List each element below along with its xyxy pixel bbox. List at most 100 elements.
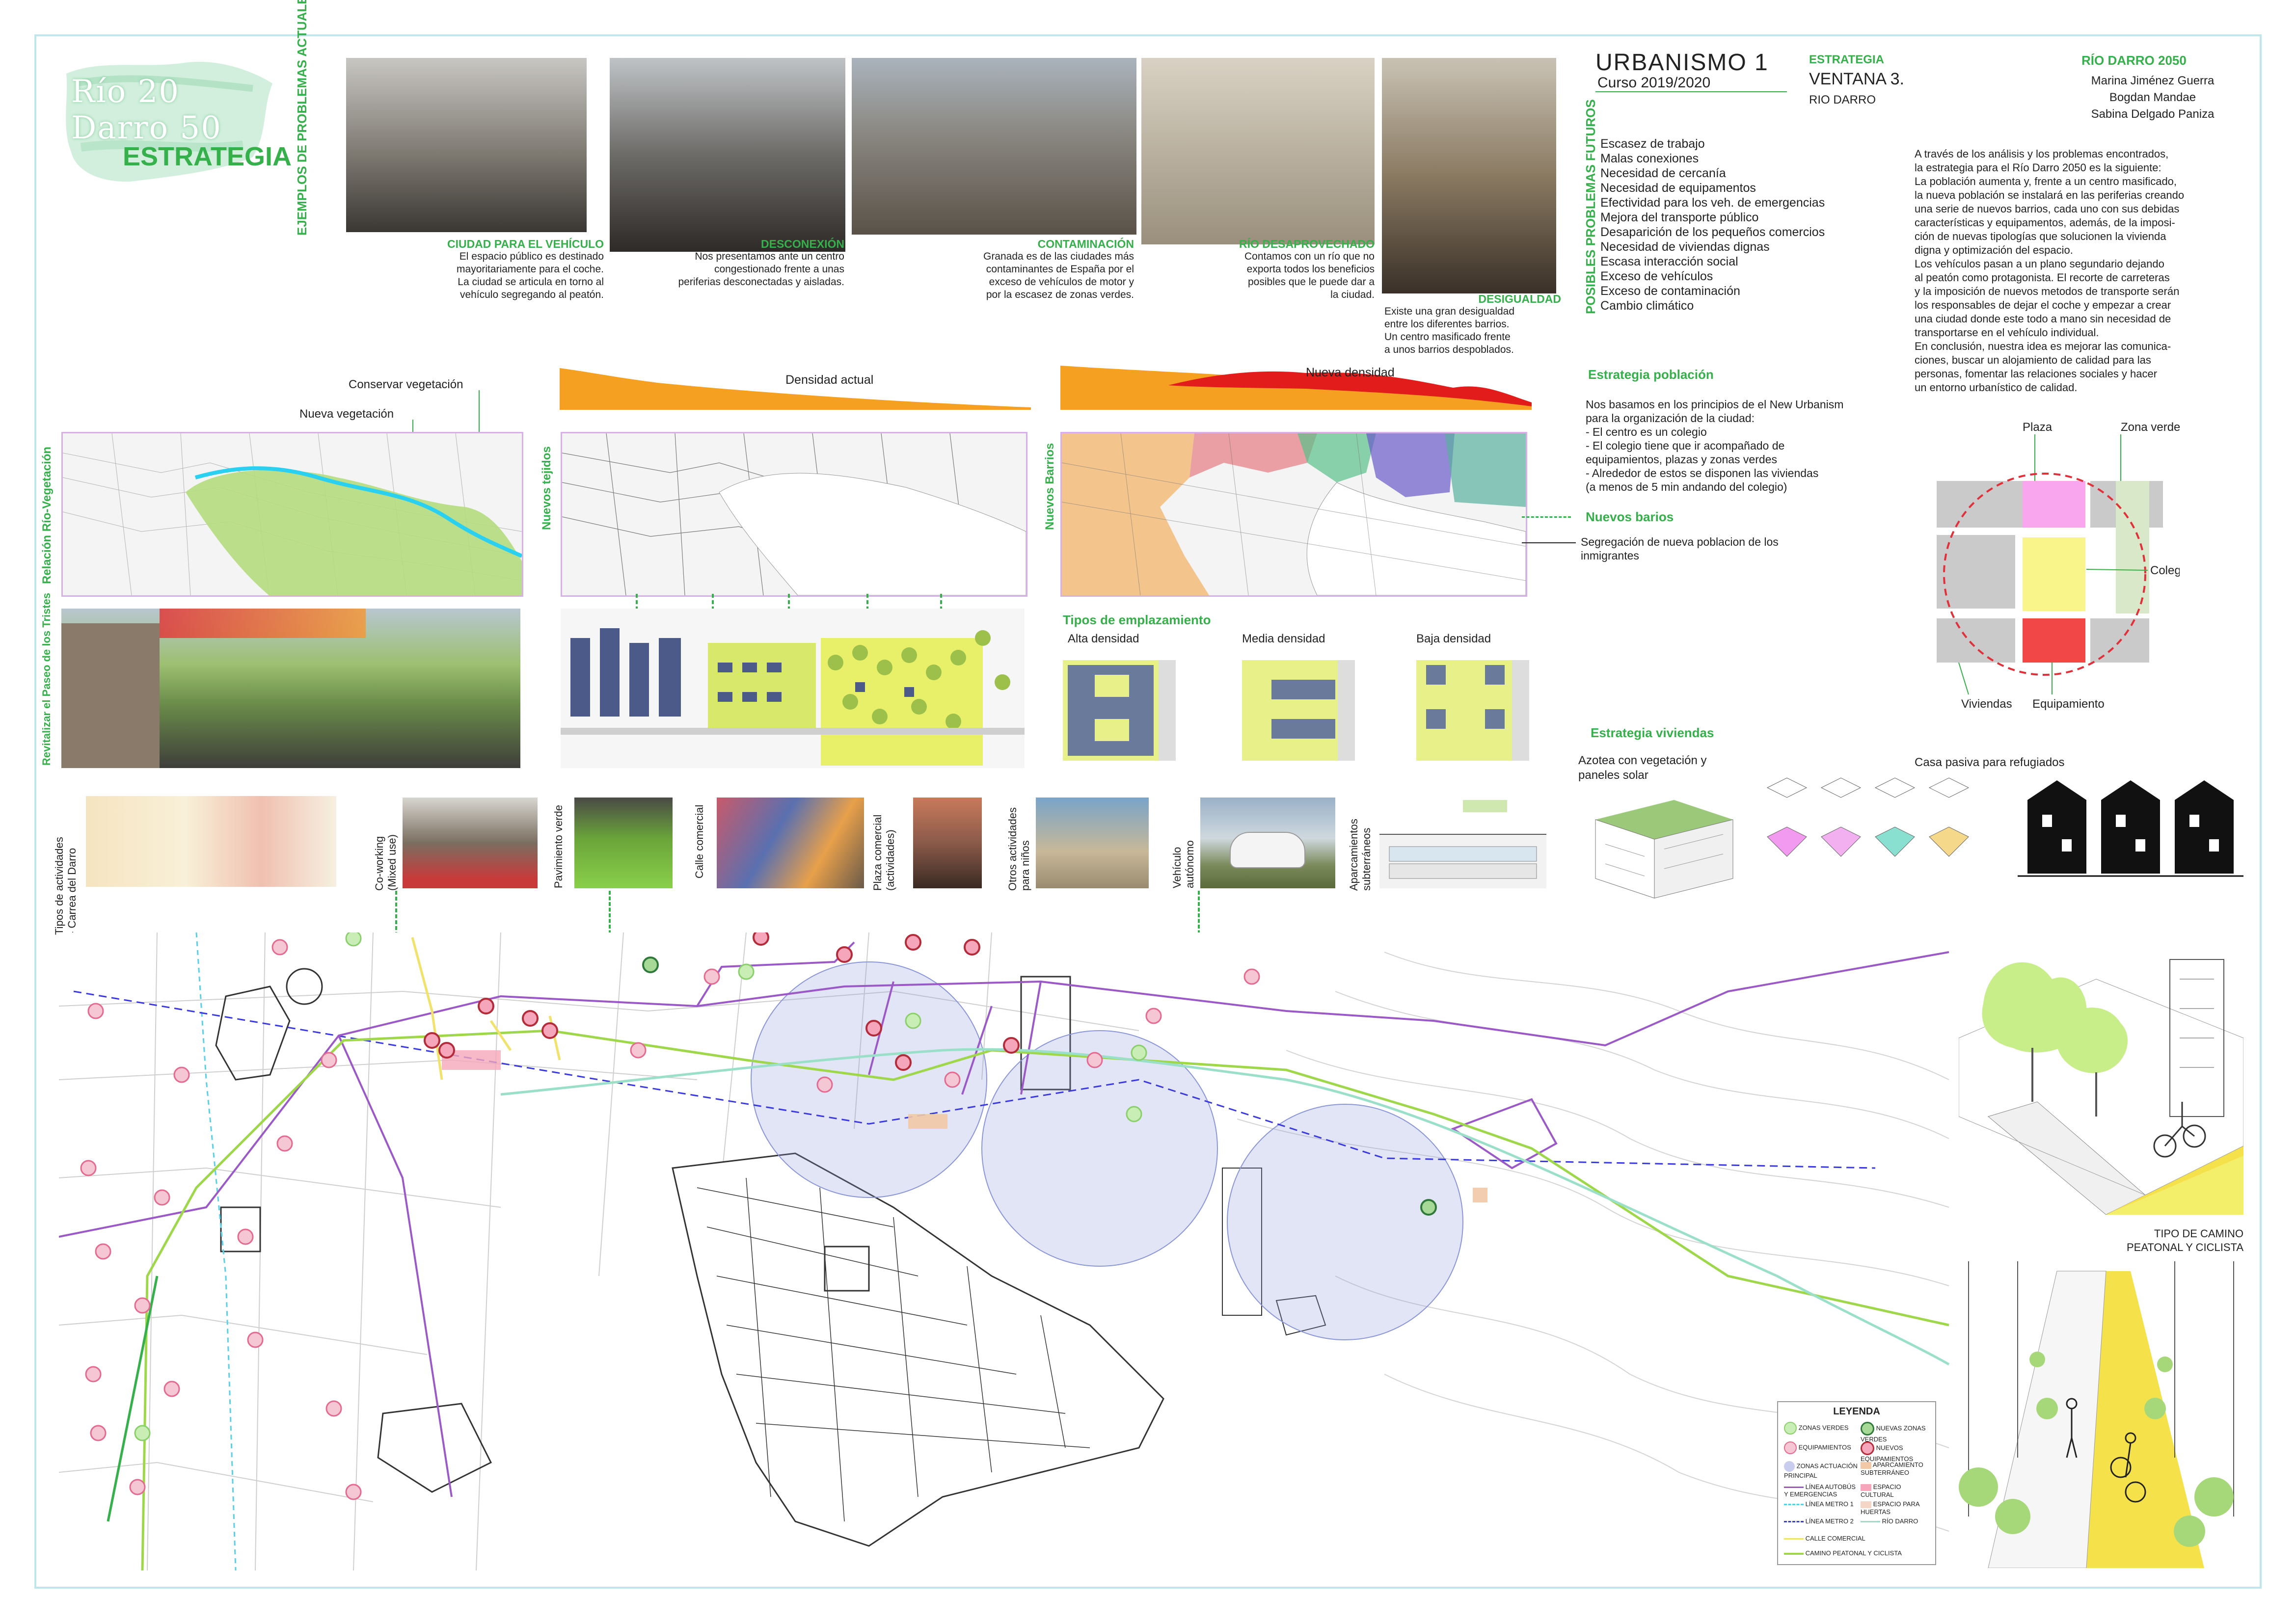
summary-line: personas, fomentar las relaciones social… [1915,368,2158,380]
map-barrios-drawing [1062,433,1526,595]
legend-item-equipment: EQUIPAMIENTOS [1784,1441,1858,1454]
map-new-fabric [561,432,1027,597]
future-problem-item: Efectividad para los veh. de emergencias [1600,196,1825,210]
summary-line: un entorno urbanístico de calidad. [1915,381,2078,394]
map-legend: LEYENDA ZONAS VERDES NUEVAS ZONAS VERDES… [1777,1401,1936,1565]
metro-2-icon [1784,1521,1804,1523]
author: Bogdan Mandae [2109,91,2196,104]
map-new-barrios [1060,432,1527,597]
segregation-leader [1522,542,1576,543]
photo-paseo-tristes [61,609,520,768]
housing-roof-line: paneles solar [1578,769,1648,782]
population-line: (a menos de 5 min andando del colegio) [1586,480,1787,493]
caption-line: Existe una gran desigualdad [1384,306,1515,317]
density-new-label: Nueva densidad [1306,366,1395,379]
summary-line: la estrategia para el Río Darro 2050 es … [1915,161,2161,174]
new-barrios-label: Nuevos barios [1586,509,1674,524]
summary-line: A través de los análisis y los problemas… [1915,148,2169,160]
river-icon [1861,1521,1880,1523]
new-vegetation-label: Nueva vegetación [299,407,394,421]
emplacement-high-label: Alta densidad [1068,632,1139,645]
strategy-label: ESTRATEGIA [1809,53,1884,66]
activity-label-coworking: Co-working (Mixed use) [373,834,399,891]
course-year: Curso 2019/2020 [1597,75,1711,91]
legend-item-label: ESPACIO PARA HUERTAS [1861,1500,1919,1516]
label-paseo: Revitalizar el Paseo de los Tristes [40,592,53,766]
diagram-housing-label: Viviendas [1961,697,2012,711]
diagram-plaza-label: Plaza [2023,421,2053,434]
density-current-profile [560,368,1031,410]
legend-item-metro1: LÍNEA METRO 1 [1784,1500,1858,1508]
green-zone-icon [1784,1422,1797,1435]
future-problem-item: Exceso de vehículos [1600,269,1713,283]
path-caption-line: PEATONAL Y CICLISTA [2126,1241,2243,1253]
master-plan-map [59,932,1964,1570]
population-line: para la organización de la ciudad: [1586,412,1755,425]
photo-crowded-street [1382,58,1556,293]
author: Marina Jiménez Guerra [2091,74,2215,87]
summary-line: La población aumenta y, frente a un cent… [1915,175,2177,187]
logo-brush-icon [66,61,272,182]
population-line: equipamientos, plazas y zonas verdes [1586,453,1777,466]
logo-subtitle: ESTRATEGIA [123,142,292,171]
keep-vegetation-label: Conservar vegetación [349,378,463,391]
legend-item-label: CAMINO PEATONAL Y CICLISTA [1805,1549,1902,1557]
future-problem-item: Necesidad de equipamentos [1600,181,1756,195]
map-river-vegetation [61,432,523,597]
photo-bus-street [610,58,845,252]
action-zone-icon [1784,1461,1795,1472]
project-title: RÍO DARRO 2050 [2081,53,2187,68]
caption-line: congestionado frente a unas [714,264,844,275]
activity-label-line: (actividades) [884,829,896,891]
legend-title: LEYENDA [1833,1406,1880,1417]
summary-line: digna y optimización del espacio. [1915,244,2073,256]
segregation-line: Segregación de nueva poblacion de los [1581,535,1779,548]
diagram-equipment-label: Equipamiento [2032,697,2105,711]
caption-line: exceso de vehículos de motor y [989,276,1134,288]
summary-line: características y equipamentos, además, … [1915,216,2175,229]
legend-item-bus-line: LÍNEA AUTOBÚS Y EMERGENCIAS [1784,1483,1858,1498]
car-shape [1230,832,1305,868]
caption-river-title: RÍO DESAPROVECHADO [1239,238,1375,250]
map-vegetation-drawing [63,433,522,595]
density-new-profile [1060,366,1532,410]
caption-line: vehículo segregando al peatón. [459,289,604,300]
caption-disconnection: DESCONEXIÓN Nos presentamos ante un cent… [623,238,844,289]
caption-line: exporta todos los beneficios [1246,264,1375,275]
activity-label-autonomous: Vehículo autónomo [1171,840,1196,888]
path-caption: TIPO DE CAMINO PEATONAL Y CICLISTA [2081,1227,2243,1254]
activity-label-line: Co-working [373,836,385,891]
path-caption-line: TIPO DE CAMINO [2154,1227,2243,1240]
guide-line [609,891,611,940]
future-problem-item: Escasa interacción social [1600,255,1738,268]
summary-line: ción de nuevas tipologías que solucionen… [1915,230,2166,242]
path-sketch-top [1959,940,2243,1215]
gardens-icon [1861,1501,1871,1508]
summary-line: al peatón como protagonista. El recorte … [1915,271,2170,284]
activity-label-line: Pavimiento verde [552,805,565,888]
header-underline [1595,91,1787,92]
legend-item-cultural: ESPACIO CULTURAL [1861,1483,1934,1498]
caption-line: El espacio público es destinado [459,251,604,262]
activity-label-line: (Mixed use) [386,834,398,891]
legend-item-label: ZONAS VERDES [1798,1424,1849,1432]
legend-item-label: APARCAMIENTO SUBTERRÁNEO [1861,1461,1923,1476]
metro-1-icon [1784,1504,1804,1506]
future-problems-label: POSIBLES PROBLEMAS FUTUROS [1583,99,1598,314]
population-line: Nos basamos en los principios de el New … [1586,398,1844,411]
caption-line: periferias desconectadas y aisladas. [678,276,844,288]
caption-line: La ciudad se articula en torno al [458,276,604,288]
parking-section [1379,800,1546,888]
caption-line: por la escasez de zonas verdes. [986,289,1134,300]
activity-label-line: Vehículo [1171,847,1183,888]
photo-kids-activities [1036,798,1149,888]
diagram-green-label: Zona verde [2121,421,2180,434]
photo-commercial-square [913,798,982,888]
new-equipment-icon [1861,1441,1874,1455]
population-title: Estrategia población [1588,367,1714,382]
activity-label-commercial-street: Calle comercial [693,805,706,878]
summary-line: una ciudad donde este todo a mano sin ne… [1915,313,2171,325]
photo-vehicle-street [346,58,587,232]
caption-line: Un centro masificado frente [1384,331,1511,343]
parking-icon [1861,1462,1871,1469]
